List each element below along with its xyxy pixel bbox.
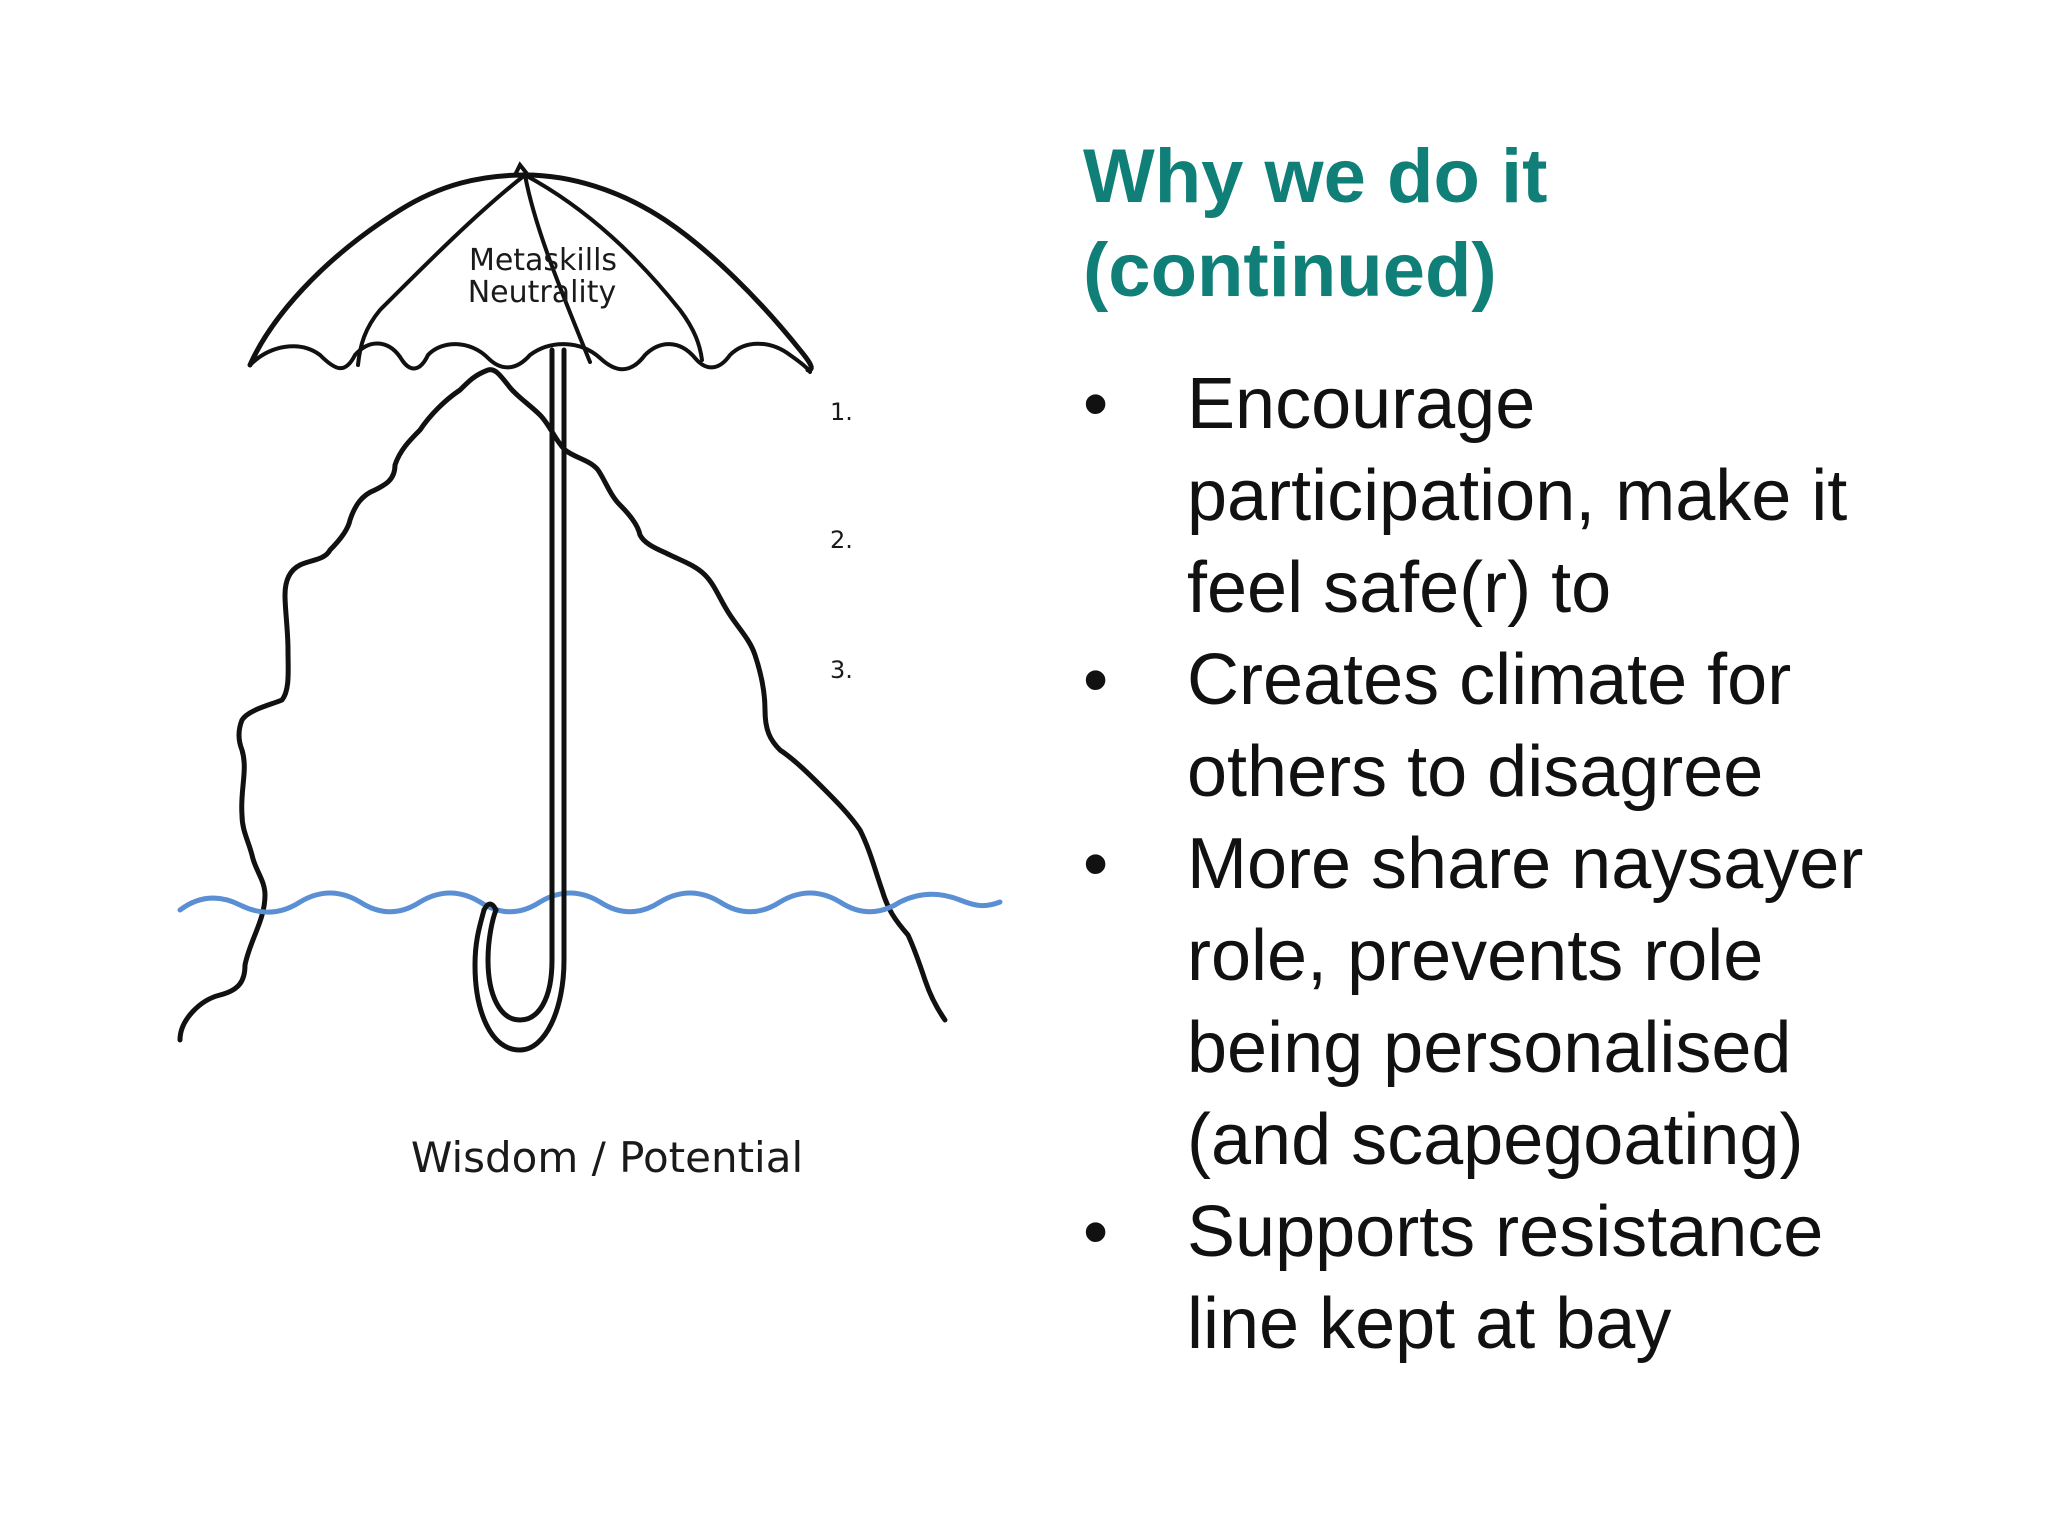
slide-title-line-1: Why we do it <box>1083 134 1548 219</box>
water-line <box>177 890 1003 915</box>
bullet-line: line kept at bay <box>1187 1284 1672 1364</box>
umbrella-shaft-inner <box>472 347 567 1053</box>
bullet-item-4: • Supports resistance line kept at bay <box>1083 1186 2003 1370</box>
level-marker-3: 3. <box>830 656 853 684</box>
bullet-item-2: • Creates climate for others to disagree <box>1083 634 2003 818</box>
bullet-line: role, prevents role <box>1187 916 1764 996</box>
bullet-line: feel safe(r) to <box>1187 548 1612 628</box>
bullet-line: participation, make it <box>1187 456 1848 536</box>
bullet-dot: • <box>1083 364 1109 444</box>
illustration-canvas: Metaskills Neutrality 1. 2. 3. Wisdom / … <box>177 161 1003 1182</box>
slide-title: Why we do it (continued) <box>1083 130 1983 318</box>
umbrella-canopy <box>247 172 814 373</box>
bullet-line: being personalised <box>1187 1008 1792 1088</box>
bullet-line: More share naysayer <box>1187 824 1864 904</box>
umbrella-label-line-2: Neutrality <box>468 275 617 310</box>
iceberg-outline <box>177 367 948 1043</box>
bullet-line: Supports resistance <box>1187 1192 1824 1272</box>
slide-title-line-2: (continued) <box>1083 228 1497 313</box>
level-marker-1: 1. <box>830 398 853 426</box>
umbrella-hook-cap <box>481 901 499 913</box>
bullet-list: • Encourage participation, make it feel … <box>1083 358 2003 1370</box>
bullet-line: others to disagree <box>1187 732 1764 812</box>
bullet-item-1: • Encourage participation, make it feel … <box>1083 358 2003 634</box>
illustration-caption: Wisdom / Potential <box>411 1133 803 1182</box>
umbrella-shaft <box>485 347 555 1023</box>
umbrella-rib-center <box>523 173 592 364</box>
umbrella-rib-right <box>523 173 704 362</box>
umbrella-iceberg-illustration: Metaskills Neutrality 1. 2. 3. Wisdom / … <box>170 150 1020 1200</box>
umbrella-label-line-1: Metaskills <box>469 243 617 278</box>
umbrella-scalloped-edge <box>248 341 812 374</box>
bullet-dot: • <box>1083 640 1109 720</box>
bullet-item-3: • More share naysayer role, prevents rol… <box>1083 818 2003 1186</box>
umbrella-rib-left <box>356 173 527 367</box>
bullet-line: (and scapegoating) <box>1187 1100 1804 1180</box>
level-marker-2: 2. <box>830 526 853 554</box>
bullet-dot: • <box>1083 1192 1109 1272</box>
bullet-dot: • <box>1083 824 1109 904</box>
bullet-line: Creates climate for <box>1187 640 1792 720</box>
umbrella-top-tip <box>513 161 530 177</box>
bullet-line: Encourage <box>1187 364 1536 444</box>
